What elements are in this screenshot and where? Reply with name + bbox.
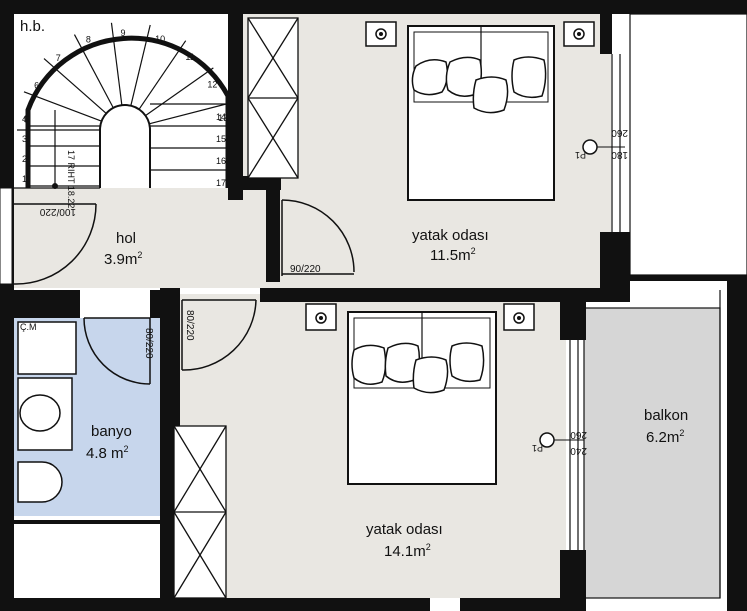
stair-step-number: 9 <box>120 28 125 38</box>
stair-tread <box>138 40 187 110</box>
stair-tread <box>130 24 151 106</box>
stair-step-number: 11 <box>185 52 194 62</box>
stair-tread <box>110 22 123 106</box>
outline-lines <box>14 13 747 599</box>
window-balcony-top: 260 <box>570 429 587 440</box>
stair-step-number: 12 <box>207 80 217 90</box>
room-bathroom-name: banyo <box>91 423 132 440</box>
door-label-hol-bedroom1: 90/220 <box>290 264 321 275</box>
stair-step-number: 5 <box>24 114 29 124</box>
door-bathroom <box>83 317 151 385</box>
room-balcony-name: balkon <box>644 407 688 424</box>
stair-step-number: 1 <box>22 174 27 184</box>
room-bedroom1-area: 11.5m2 <box>430 246 476 264</box>
balcony-floor <box>584 308 720 598</box>
stair-step-number: 14 <box>216 112 226 122</box>
stair-tread <box>73 34 114 109</box>
wardrobe-bottom <box>173 425 227 599</box>
stair-step-number: 17 <box>216 178 226 188</box>
wardrobe-top <box>247 17 299 179</box>
room-hol-area: 3.9m2 <box>104 250 142 268</box>
door-hol-left <box>13 203 97 285</box>
stair-step-number: 3 <box>22 134 27 144</box>
stair-tread <box>145 67 214 117</box>
stair-tread <box>149 102 230 125</box>
bath-tag: Ç.M <box>20 322 37 332</box>
spiral-staircase <box>17 22 231 189</box>
window-marker-balcony <box>539 432 584 448</box>
door-hol-bedroom1 <box>281 199 355 276</box>
bathroom-fixtures <box>17 321 77 503</box>
bed-bedroom1 <box>365 21 595 201</box>
window-marker-bedroom1 <box>582 139 625 155</box>
window-marker-label-1: P1 <box>575 150 586 160</box>
stair-step-number: 6 <box>34 81 39 91</box>
stair-step-number: 8 <box>86 35 91 45</box>
hol-floor <box>14 188 280 288</box>
door-bedroom2 <box>181 299 257 371</box>
room-bedroom2-area: 14.1m2 <box>384 542 431 560</box>
door-label-bedroom2: 80/220 <box>184 310 195 341</box>
window-bedroom1-top: 260 <box>611 127 628 138</box>
bed-bedroom2 <box>305 303 535 485</box>
stair-step-number: 10 <box>155 34 165 44</box>
stair-note: 17 RIHT 18.22 <box>66 150 76 208</box>
stair-step-number: 13 <box>218 113 228 123</box>
room-bedroom1-name: yatak odası <box>412 227 489 244</box>
window-balcony-bottom: 240 <box>570 445 587 456</box>
window-bedroom1-bottom: 180 <box>611 149 628 160</box>
stair-tread <box>23 91 102 122</box>
window-marker-label-2: P1 <box>532 443 543 453</box>
room-bedroom2-name: yatak odası <box>366 521 443 538</box>
door-label-bathroom: 80/220 <box>143 328 154 359</box>
room-balcony-area: 6.2m2 <box>646 428 684 446</box>
room-hol-name: hol <box>116 230 136 247</box>
door-label-hol-left: 100/220 <box>39 206 76 217</box>
stair-tread <box>43 58 107 114</box>
stair-label: h.b. <box>20 18 45 35</box>
stair-step-number: 4 <box>22 114 27 124</box>
stair-step-number: 7 <box>56 53 61 63</box>
room-bathroom-area: 4.8 m2 <box>86 444 129 462</box>
stair-step-number: 15 <box>216 134 226 144</box>
stair-step-number: 16 <box>216 156 226 166</box>
stair-step-number: 2 <box>22 154 27 164</box>
